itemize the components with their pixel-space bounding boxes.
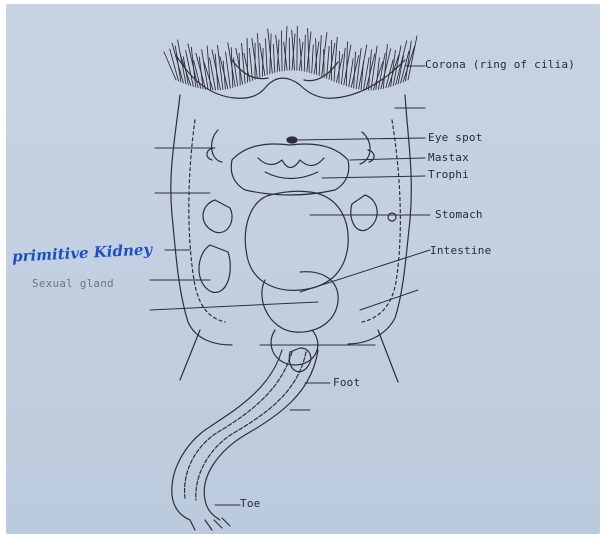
cilium <box>364 58 370 90</box>
gastric-gland-left <box>203 200 232 233</box>
corona-cilia <box>164 26 417 90</box>
cilium <box>218 45 223 89</box>
foot-outline-a <box>172 350 282 520</box>
leader-lines <box>150 66 430 505</box>
label-eye-spot: Eye spot <box>428 131 483 144</box>
stomach <box>245 191 348 290</box>
left-spine <box>180 330 200 380</box>
cilium <box>408 36 417 80</box>
toes <box>190 518 230 530</box>
cilium <box>207 46 210 90</box>
eye-spot <box>287 137 297 143</box>
pedal-gland <box>289 348 311 372</box>
leader-mastax <box>350 158 425 160</box>
cilium <box>242 43 246 83</box>
leader-eye-spot <box>297 138 425 140</box>
body-wall-right <box>348 95 411 344</box>
cilium <box>284 42 287 70</box>
leader-left-5 <box>150 302 318 310</box>
sexual-gland <box>199 245 230 292</box>
gastric-gland-right <box>351 195 377 231</box>
cilium <box>339 51 340 83</box>
leader-right-spine <box>360 290 418 310</box>
cilium <box>312 45 314 73</box>
label-foot: Foot <box>333 376 360 389</box>
cilium <box>265 39 267 75</box>
cilium <box>247 38 248 82</box>
protonephridium-left <box>207 130 222 162</box>
trophi <box>258 158 324 179</box>
label-sexual-gland: Sexual gland <box>32 277 114 290</box>
foot-outline-b <box>204 350 318 520</box>
label-mastax: Mastax <box>428 151 469 164</box>
label-toe: Toe <box>240 497 260 510</box>
foot-inner-a <box>185 352 292 498</box>
cilium <box>356 49 361 89</box>
label-corona: Corona (ring of cilia) <box>425 58 575 71</box>
cilium <box>316 39 317 75</box>
leader-intestine <box>300 250 430 292</box>
leader-trophi <box>322 176 425 178</box>
mastax <box>231 144 349 195</box>
label-stomach: Stomach <box>435 208 483 221</box>
label-intestine: Intestine <box>430 244 491 257</box>
foot-inner-b <box>196 352 306 500</box>
intestine <box>262 272 338 332</box>
cilium <box>281 31 282 71</box>
label-trophi: Trophi <box>428 168 469 181</box>
cilium <box>273 44 274 72</box>
cilium <box>324 49 325 77</box>
cilium <box>257 33 260 77</box>
cilium <box>304 35 305 71</box>
right-spine <box>378 330 398 382</box>
cilium <box>319 36 321 76</box>
cilium <box>398 56 403 84</box>
flame-cell <box>388 213 396 221</box>
cilium <box>346 42 347 86</box>
